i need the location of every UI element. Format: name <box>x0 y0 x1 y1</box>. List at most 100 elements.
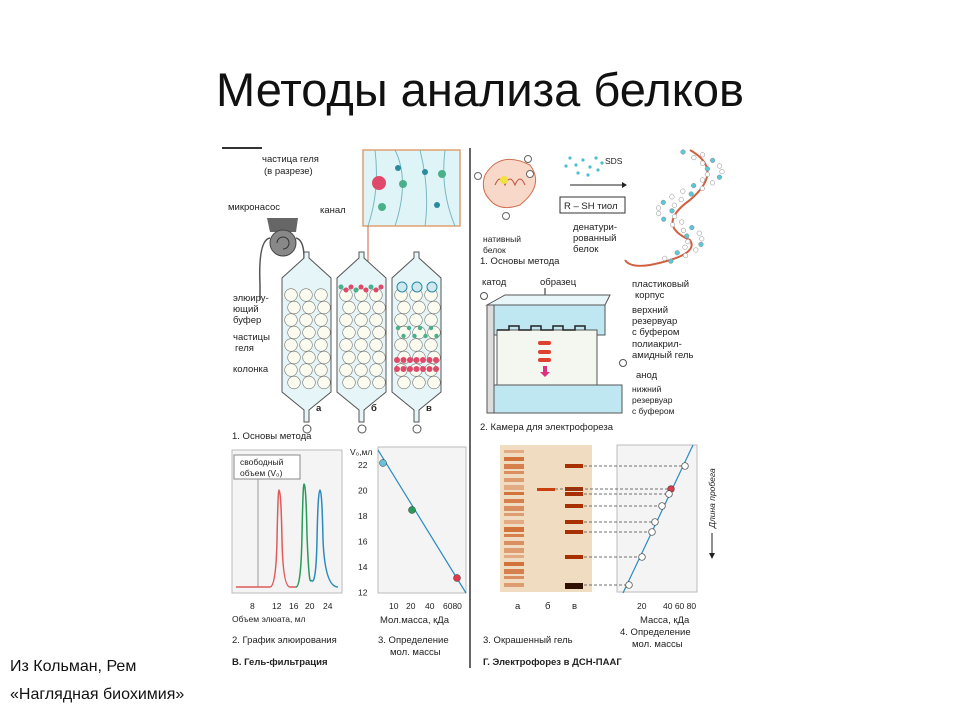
lane-c-band <box>565 487 583 491</box>
gel-bead <box>369 338 383 352</box>
sds-bound <box>700 160 706 166</box>
sds-bound <box>680 149 686 155</box>
gel-label-1: полиакрил- <box>632 339 682 350</box>
sds-bound <box>699 185 705 191</box>
gel-bead <box>287 350 301 365</box>
lane-a-band <box>504 464 524 469</box>
sample-particle <box>343 287 349 293</box>
drop-icon <box>357 424 367 434</box>
column-1 <box>336 251 387 434</box>
gel-particles-label-2: геля <box>235 343 254 354</box>
gf-mass-y-tick: 12 <box>358 588 368 598</box>
sds-bound <box>693 247 699 253</box>
anode-label: анод <box>636 370 658 381</box>
red-particle <box>433 366 439 372</box>
lane-c-label: в <box>572 601 577 612</box>
micropump-icon <box>258 218 305 300</box>
sds-bound <box>700 152 706 158</box>
red-particle <box>426 357 433 363</box>
sds-bound <box>689 225 695 231</box>
denatured-label-2: рованный <box>573 233 616 244</box>
denatured-protein-sds <box>656 149 725 264</box>
gf-point-green <box>408 506 416 514</box>
gel-bead <box>342 350 356 365</box>
drop-icon <box>302 424 312 434</box>
ep-point <box>658 502 666 510</box>
gf-mass-ylabel: V₀,мл <box>350 447 372 457</box>
gel-bead <box>424 338 438 352</box>
red-particle <box>420 366 426 372</box>
gel-bead <box>287 325 301 340</box>
ep-mass-x-tick: 20 <box>637 601 647 611</box>
sample-particle <box>353 287 359 293</box>
elution-x-tick: 12 <box>272 601 282 611</box>
gel-bead <box>287 300 301 315</box>
sds-bound <box>669 222 676 228</box>
green-particle <box>412 333 417 339</box>
lane-a-band <box>504 569 524 574</box>
lane-c-band <box>565 504 583 508</box>
sds-bound <box>661 216 667 222</box>
gel-bead <box>299 288 313 302</box>
sample-particle <box>373 287 379 293</box>
red-particle <box>413 357 420 363</box>
void-volume-label-1: свободный <box>240 457 284 467</box>
lane-b-label: б <box>545 601 551 612</box>
sds-bound <box>660 199 666 205</box>
plastic-case-label-2: корпус <box>635 290 665 301</box>
sds-bound <box>699 236 705 242</box>
gel-bead <box>284 338 298 352</box>
gf-step1: 1. Основы метода <box>232 431 312 442</box>
slide-title: Методы анализа белков <box>216 63 744 116</box>
gf-mass-y-tick: 14 <box>358 562 368 572</box>
sds-bound <box>699 177 706 183</box>
blue-particle <box>426 281 438 293</box>
gf-point-blue <box>379 459 387 467</box>
gf-mass-y-tick: 16 <box>358 537 368 547</box>
gf-mass-x-tick: 6080 <box>443 601 462 611</box>
gel-section-inset <box>362 149 461 227</box>
sds-bound <box>688 191 694 197</box>
gel-bead <box>284 288 298 302</box>
gel-bead <box>339 338 353 352</box>
sample-particle <box>378 284 384 290</box>
sds-dot <box>600 161 604 165</box>
sample-particle <box>363 287 369 293</box>
upper-reservoir-label-2: резервуар <box>632 316 677 327</box>
red-particle <box>407 366 413 372</box>
sds-bound <box>672 213 678 219</box>
red-particle <box>426 366 433 372</box>
sds-bound <box>656 211 662 217</box>
ep-mass-caption-1: 4. Определение <box>620 627 691 638</box>
ep-step3: 3. Окрашенный гель <box>483 635 573 646</box>
eluting-buffer-label-1: элюиру- <box>233 293 269 304</box>
gel-bead <box>354 313 368 327</box>
gel-particle-label-2: (в разрезе) <box>264 166 313 177</box>
lane-a-label: а <box>515 601 521 612</box>
gel-bead <box>372 300 386 315</box>
lane-a-band <box>504 520 524 524</box>
sample-particle <box>368 284 374 290</box>
elution-x-tick: 16 <box>289 601 299 611</box>
gel-bead <box>397 300 411 315</box>
gel-bead <box>314 363 328 377</box>
lane-a-band <box>504 506 524 511</box>
gel-particle-label-1: частица геля <box>262 154 319 165</box>
sds-bound <box>717 163 723 169</box>
sds-dot <box>574 163 578 167</box>
cathode-label: катод <box>482 277 507 288</box>
native-protein-label-1: нативный <box>483 234 521 244</box>
elution-x-tick: 24 <box>323 601 333 611</box>
sample-particle <box>358 284 364 290</box>
denatured-label-1: денатури- <box>573 222 617 233</box>
sds-bound <box>669 194 675 200</box>
lane-a-band <box>504 513 524 516</box>
lane-c-band <box>565 555 583 559</box>
gel-bead <box>317 375 331 390</box>
green-particle <box>406 325 412 331</box>
sample-particle <box>338 284 344 290</box>
sds-bound <box>682 253 689 259</box>
ep-point <box>638 553 646 561</box>
elution-peak-green <box>295 483 312 588</box>
gel-bead <box>354 338 368 352</box>
